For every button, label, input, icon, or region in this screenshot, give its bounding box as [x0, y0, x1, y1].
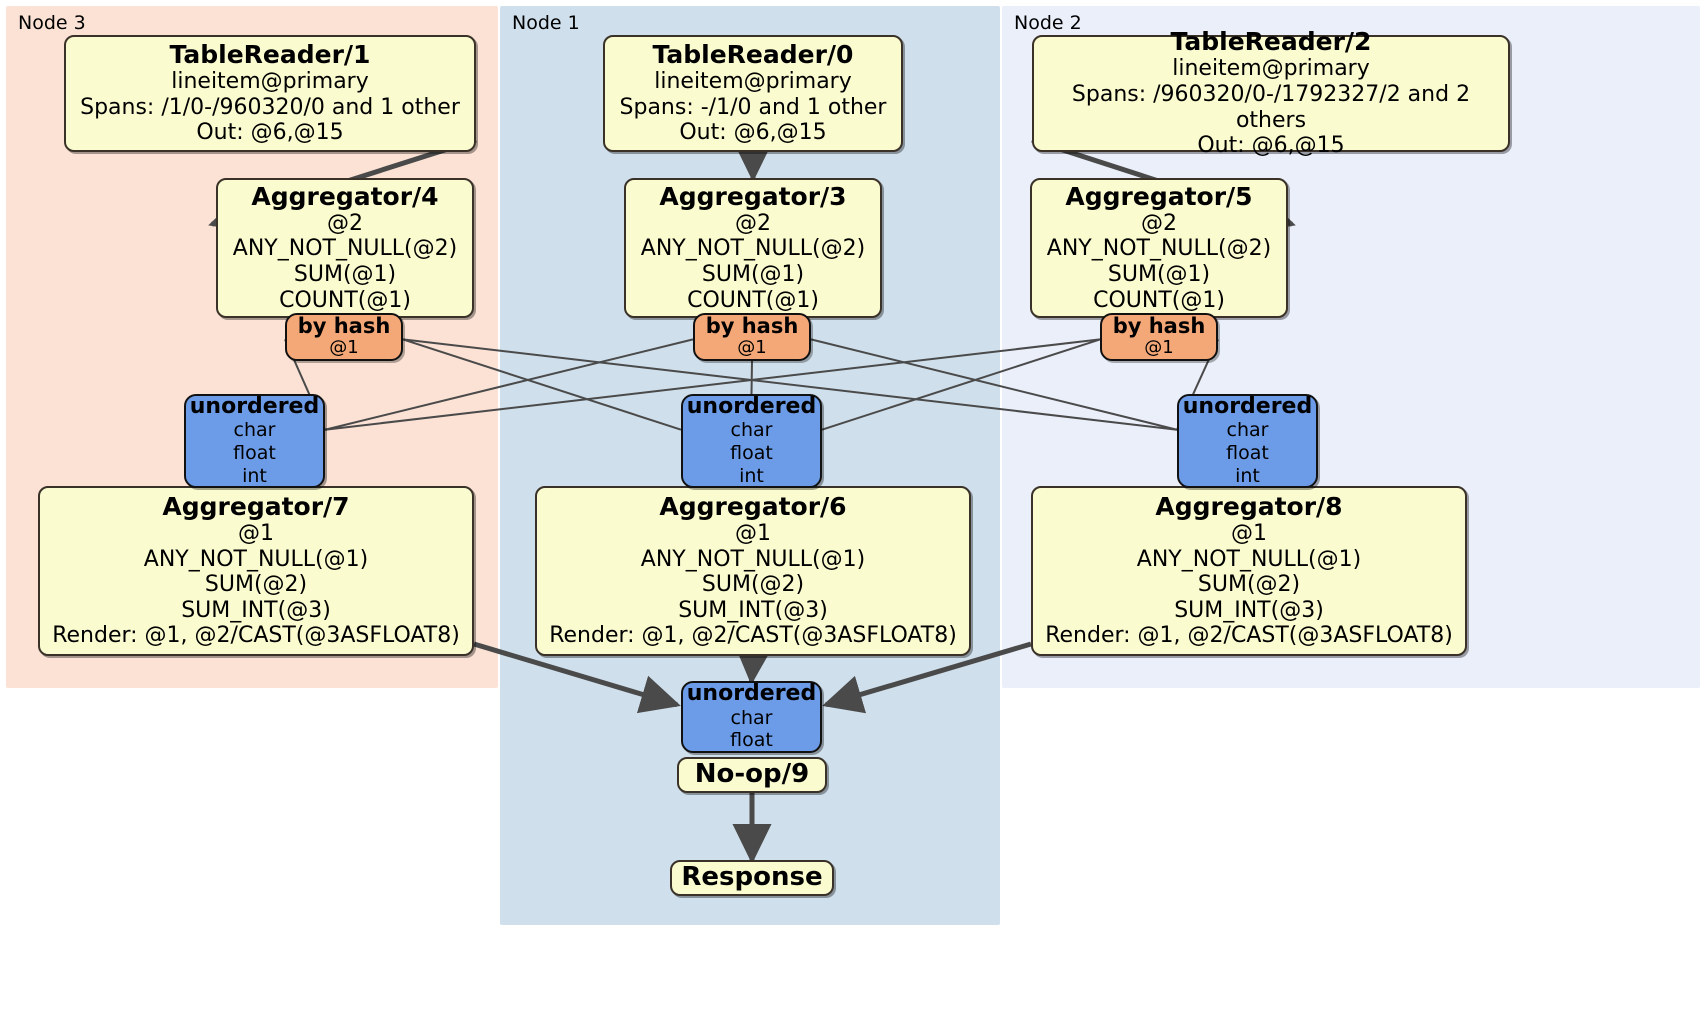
node-detail-line: lineitem@primary [654, 69, 852, 95]
node-detail-line: SUM(@1) [1107, 262, 1211, 287]
node-detail-line: SUM_INT(@3) [678, 597, 828, 623]
node-detail-line: SUM(@2) [701, 572, 805, 598]
node-detail-line: @1 [1144, 337, 1174, 359]
node-detail-line: float [233, 441, 276, 464]
node-detail-line: char [1226, 419, 1269, 442]
node-detail-line: ANY_NOT_NULL(@2) [1046, 236, 1272, 262]
node-detail-line: SUM_INT(@3) [181, 597, 331, 623]
node-detail-line: lineitem@primary [171, 69, 369, 95]
node-panel-label-node2: Node 2 [1014, 12, 1082, 34]
node-title: unordered [686, 393, 817, 419]
node-detail-line: @1 [238, 521, 274, 547]
node-detail-line: @1 [735, 521, 771, 547]
node-detail-line: SUM_INT(@3) [1174, 597, 1324, 623]
node-detail-line: COUNT(@1) [687, 287, 819, 313]
node-detail-line: COUNT(@1) [1093, 287, 1225, 313]
node-detail-line: float [730, 441, 773, 464]
node-detail-line: int [242, 464, 267, 487]
node-response[interactable]: Response [670, 860, 834, 896]
node-detail-line: SUM(@2) [204, 572, 308, 598]
node-hash4[interactable]: by hash@1 [285, 313, 403, 361]
node-hash3[interactable]: by hash@1 [693, 313, 811, 361]
node-detail-line: Spans: /960320/0-/1792327/2 and 2 others [1071, 81, 1471, 133]
node-title: by hash [705, 314, 799, 339]
node-title: TableReader/2 [1170, 27, 1372, 57]
node-title: Aggregator/8 [1155, 492, 1343, 522]
node-detail-line: @1 [1231, 521, 1267, 547]
node-hash5[interactable]: by hash@1 [1100, 313, 1218, 361]
node-panel-label-node3: Node 3 [18, 12, 86, 34]
node-title: by hash [297, 314, 391, 339]
node-detail-line: Render: @1, @2/CAST(@3ASFLOAT8) [549, 623, 957, 649]
node-detail-line: float [730, 729, 773, 752]
node-detail-line: ANY_NOT_NULL(@1) [1136, 546, 1362, 572]
node-detail-line: @2 [735, 210, 771, 236]
node-title: Aggregator/6 [659, 492, 847, 522]
node-detail-line: Spans: -/1/0 and 1 other [619, 94, 887, 120]
node-title: Aggregator/5 [1065, 181, 1253, 211]
node-detail-line: char [730, 419, 773, 442]
node-detail-line: ANY_NOT_NULL(@1) [640, 546, 866, 572]
node-detail-line: int [1235, 464, 1260, 487]
node-detail-line: ANY_NOT_NULL(@2) [232, 236, 458, 262]
node-detail-line: COUNT(@1) [279, 287, 411, 313]
node-title: Aggregator/7 [162, 492, 350, 522]
node-detail-line: SUM(@2) [1197, 572, 1301, 598]
node-detail-line: char [730, 706, 773, 729]
node-detail-line: Spans: /1/0-/960320/0 and 1 other [80, 94, 460, 120]
node-detail-line: float [1226, 441, 1269, 464]
node-title: TableReader/1 [169, 40, 371, 70]
node-title: unordered [686, 680, 817, 706]
node-noop9[interactable]: No-op/9 [677, 757, 827, 793]
node-detail-line: @2 [327, 210, 363, 236]
node-title: by hash [1112, 314, 1206, 339]
node-title: Aggregator/3 [659, 181, 847, 211]
node-title: unordered [1182, 393, 1313, 419]
node-title: Response [681, 862, 823, 893]
node-detail-line: SUM(@1) [701, 262, 805, 287]
node-detail-line: Out: @6,@15 [1197, 133, 1345, 159]
node-title: No-op/9 [694, 759, 810, 790]
node-detail-line: SUM(@1) [293, 262, 397, 287]
node-detail-line: @2 [1141, 210, 1177, 236]
node-detail-line: Out: @6,@15 [679, 120, 827, 146]
node-title: Aggregator/4 [251, 181, 439, 211]
node-detail-line: char [233, 419, 276, 442]
node-detail-line: @1 [737, 337, 767, 359]
node-detail-line: @1 [329, 337, 359, 359]
node-detail-line: Out: @6,@15 [196, 120, 344, 146]
node-detail-line: ANY_NOT_NULL(@1) [143, 546, 369, 572]
node-detail-line: int [739, 464, 764, 487]
node-detail-line: Render: @1, @2/CAST(@3ASFLOAT8) [1045, 623, 1453, 649]
node-title: unordered [189, 393, 320, 419]
node-panel-label-node1: Node 1 [512, 12, 580, 34]
node-detail-line: ANY_NOT_NULL(@2) [640, 236, 866, 262]
node-detail-line: lineitem@primary [1172, 56, 1370, 82]
node-title: TableReader/0 [652, 40, 854, 70]
node-detail-line: Render: @1, @2/CAST(@3ASFLOAT8) [52, 623, 460, 649]
